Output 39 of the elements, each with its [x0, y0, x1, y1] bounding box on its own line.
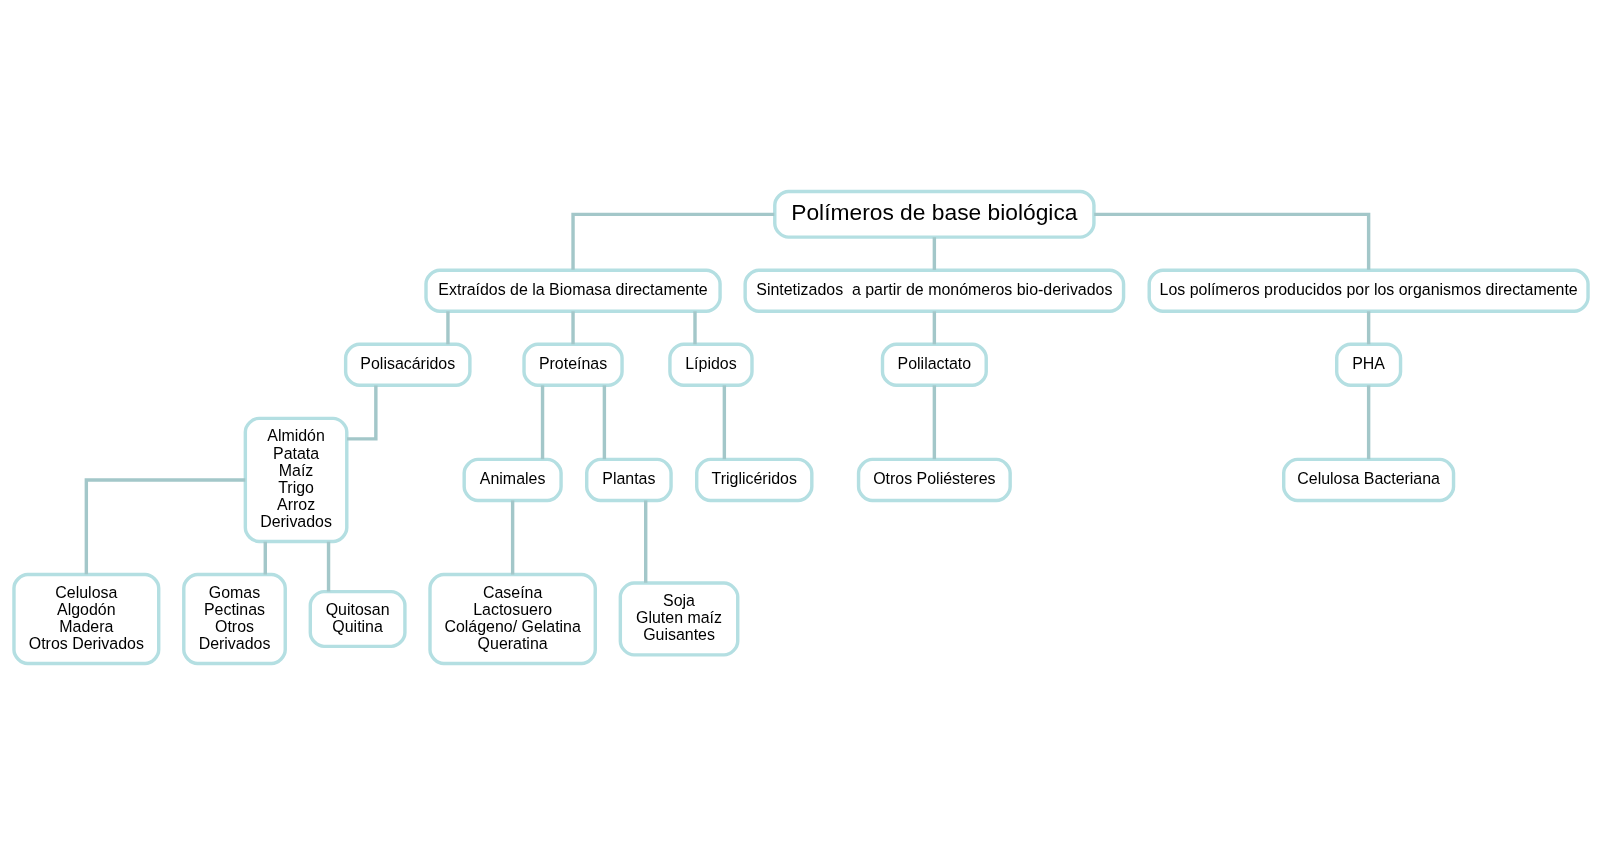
node-box: Celulosa Bacteriana [1282, 457, 1456, 502]
connector [263, 541, 267, 574]
connector [1366, 310, 1371, 344]
node-box: Lípidos [668, 342, 754, 387]
node-box: Polisacáridos [343, 342, 472, 387]
node-box: Caseína Lactosuero Colágeno/ Gelatina Queratina [428, 572, 597, 665]
connector [571, 212, 775, 270]
connector [693, 310, 697, 344]
node-box: PHA [1335, 342, 1403, 387]
connector [347, 384, 378, 441]
node-box: Sintetizados a partir de monómeros bio-derivados [743, 268, 1126, 313]
connector [510, 499, 515, 574]
connector [446, 310, 450, 344]
node-box: Plantas [585, 457, 673, 502]
node-box: Los polímeros producidos por los organismos directamente [1147, 268, 1590, 313]
node-box: Animales [462, 457, 563, 502]
node-box: Proteínas [522, 342, 624, 387]
connector [571, 310, 575, 344]
connector [644, 499, 648, 583]
node-box: Celulosa Algodón Madera Otros Derivados [12, 572, 161, 665]
connector [722, 384, 727, 459]
connector [84, 477, 246, 574]
node-box: Otros Poliésteres [856, 457, 1012, 502]
connector [602, 384, 607, 459]
connector [932, 236, 937, 270]
connector [1366, 384, 1371, 459]
connector [1094, 212, 1371, 270]
node-box: Triglicéridos [695, 457, 814, 502]
connector [540, 384, 545, 459]
node-box: Gomas Pectinas Otros Derivados [182, 572, 287, 665]
connector [932, 310, 937, 344]
connector [326, 541, 331, 591]
node-box: Quitosan Quitina [308, 589, 407, 648]
node-box: Almidón Patata Maíz Trigo Arroz Derivados [243, 416, 349, 543]
node-box: Polilactato [880, 342, 988, 387]
node-box: Extraídos de la Biomasa directamente [424, 268, 722, 313]
connector [932, 384, 937, 459]
node-box: Soja Gluten maíz Guisantes [618, 580, 740, 657]
node-box: Polímeros de base biológica [773, 189, 1096, 239]
